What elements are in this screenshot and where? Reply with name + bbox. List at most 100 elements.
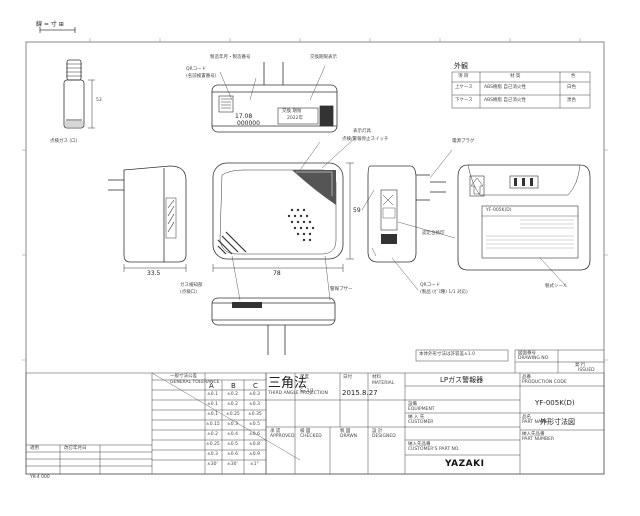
- part-name-value: 外形寸法図: [540, 418, 575, 426]
- tol-r3-a: ±0.15: [206, 422, 220, 427]
- issue-label: 発 行: [575, 363, 586, 368]
- legend-row1-material: ABS樹脂 自己消火性: [484, 85, 526, 90]
- front-view: [212, 137, 356, 301]
- date-value: 2015.8.27: [342, 389, 378, 397]
- tol-r6-b: ±0.6: [227, 452, 238, 457]
- tol-r2-a: ±0.1: [207, 412, 218, 417]
- legend-header-color: 色: [571, 74, 576, 79]
- dim-width: 78: [273, 270, 281, 277]
- customer2-sub: CUSTOMER'S PART NO.: [408, 447, 460, 452]
- design-label: 設 計: [372, 429, 383, 434]
- legend-row1-item: 上ケース: [455, 85, 473, 90]
- tol-r1-b: ±0.2: [227, 402, 238, 407]
- dim-height: 59: [353, 207, 361, 214]
- approved-sub: APPROVED: [270, 434, 295, 439]
- top-expiry-date: 2022年: [287, 116, 303, 121]
- tol-r1-a: ±0.1: [207, 402, 218, 407]
- grade-a: A: [209, 382, 214, 390]
- bottom-view: [211, 297, 336, 355]
- left-side-view: [108, 165, 187, 272]
- tol-r5-c: ±0.8: [249, 442, 260, 447]
- scale-title: 尺度: [300, 375, 309, 380]
- tol-r6-a: ±0.3: [207, 452, 218, 457]
- customer3-label: 納入先品番: [522, 432, 545, 437]
- tol-r4-b: ±0.4: [227, 432, 238, 437]
- drawn-sub: DRAWN: [340, 434, 358, 439]
- customer-sub: CUSTOMER: [408, 420, 434, 425]
- tol-angle-c: ±1°: [250, 462, 259, 467]
- connector-view: [63, 59, 95, 129]
- label-plug: 電源プラグ: [452, 139, 475, 144]
- legend-row1-color: 白色: [567, 85, 576, 90]
- grade-c: C: [253, 382, 258, 390]
- tol-angle-a: ±30': [207, 462, 218, 467]
- drawing-no-label: 図面番号: [518, 351, 536, 356]
- note-box: [415, 349, 509, 362]
- date-title: 日付: [343, 375, 352, 380]
- product-no-sub: PRODUCTION CODE: [522, 380, 567, 385]
- tolerance-note: 本体外形寸法は許容差±1.0: [419, 352, 475, 357]
- vent-holes: [287, 208, 315, 242]
- frame-tick-marks: [22, 38, 608, 361]
- tol-r2-b: ±0.25: [226, 412, 240, 417]
- grade-b: B: [231, 382, 236, 390]
- customer2-label: 納入先品番: [408, 442, 431, 447]
- equip-label: 設備: [408, 402, 417, 407]
- tol-r0-a: ±0.1: [207, 392, 218, 397]
- legend-table: [451, 71, 591, 109]
- top-plate: 交換 期限: [282, 109, 302, 114]
- projection-method: 三角法: [268, 376, 308, 391]
- revision-footer: YK-4 000: [30, 475, 50, 480]
- material-sub: MATERIAL: [372, 381, 395, 386]
- yazaki-logo: YAZAKI: [445, 459, 485, 469]
- design-sub: DESIGNED: [372, 434, 396, 439]
- tol-r3-c: ±0.5: [249, 422, 260, 427]
- legend-row2-item: 下ケース: [455, 98, 473, 103]
- legend-row2-color: 黒色: [567, 98, 576, 103]
- checked-label: 検 図: [300, 429, 311, 434]
- top-serial: 000000: [237, 120, 260, 127]
- part-name-sub: PART NAME: [522, 420, 548, 425]
- label-cert: 認定合格印: [422, 231, 445, 236]
- projection-sub: THIRD ANGLE PROJECTION: [268, 391, 328, 396]
- tol-angle-b: ±30': [227, 462, 238, 467]
- legend-header-item: 項 目: [458, 74, 469, 79]
- product-no-label: 品番: [522, 375, 531, 380]
- checked-sub: CHECKED: [300, 434, 322, 439]
- approved-label: 承 認: [270, 429, 281, 434]
- label-qr-sub: (名前検置番号): [186, 74, 217, 79]
- label-side-qr-sub: (製品 (ｶﾞｽ種) 1/1 対応): [420, 290, 468, 295]
- connector-label: 点検ガス (口): [50, 139, 78, 144]
- label-vent: ガス検知部: [180, 283, 203, 288]
- title-block: [25, 349, 605, 475]
- tol-r1-c: ±0.3: [249, 402, 260, 407]
- legend-row2-material: ABS樹脂 自己消火性: [484, 98, 526, 103]
- product-no-value: YF-005K(D): [535, 399, 575, 407]
- label-seal: 製式シール: [545, 284, 568, 289]
- dim-depth: 33.5: [147, 270, 161, 277]
- tol-r2-c: ±0.35: [248, 412, 262, 417]
- revision-col1: 適用: [30, 446, 39, 451]
- equip-sub: EQUIPMENT: [408, 407, 435, 412]
- label-vent-sub: (点検口): [180, 290, 198, 295]
- right-side-view: [361, 149, 456, 291]
- tol-r5-b: ±0.5: [227, 442, 238, 447]
- customer3-sub: PART NUMBER: [522, 437, 555, 442]
- drawing-no-sub: DRAWING NO.: [518, 356, 550, 361]
- tol-r4-c: ±0.6: [249, 432, 260, 437]
- label-expiry: 交換期限表示: [310, 55, 337, 60]
- label-buzzer: 警報ブザー: [330, 287, 353, 292]
- scale-label: 線 = 寸 ⊞: [36, 21, 64, 28]
- connector-dim-height: 53: [96, 98, 102, 103]
- label-side-qr: QRコード: [420, 283, 441, 288]
- back-model: YF-005K(D): [486, 208, 512, 213]
- top-date: 17.08: [235, 113, 253, 120]
- tolerance-title-sub: GENERAL TOLERANCE: [170, 380, 220, 385]
- customer-label: 納 入 先: [408, 415, 425, 420]
- label-serial: 製造年月・製造番号: [210, 55, 251, 60]
- part-name-label: 品名: [522, 415, 531, 420]
- revision-col2: 改訂年月日: [64, 446, 87, 451]
- tolerance-title: 一般寸法公差: [170, 374, 197, 379]
